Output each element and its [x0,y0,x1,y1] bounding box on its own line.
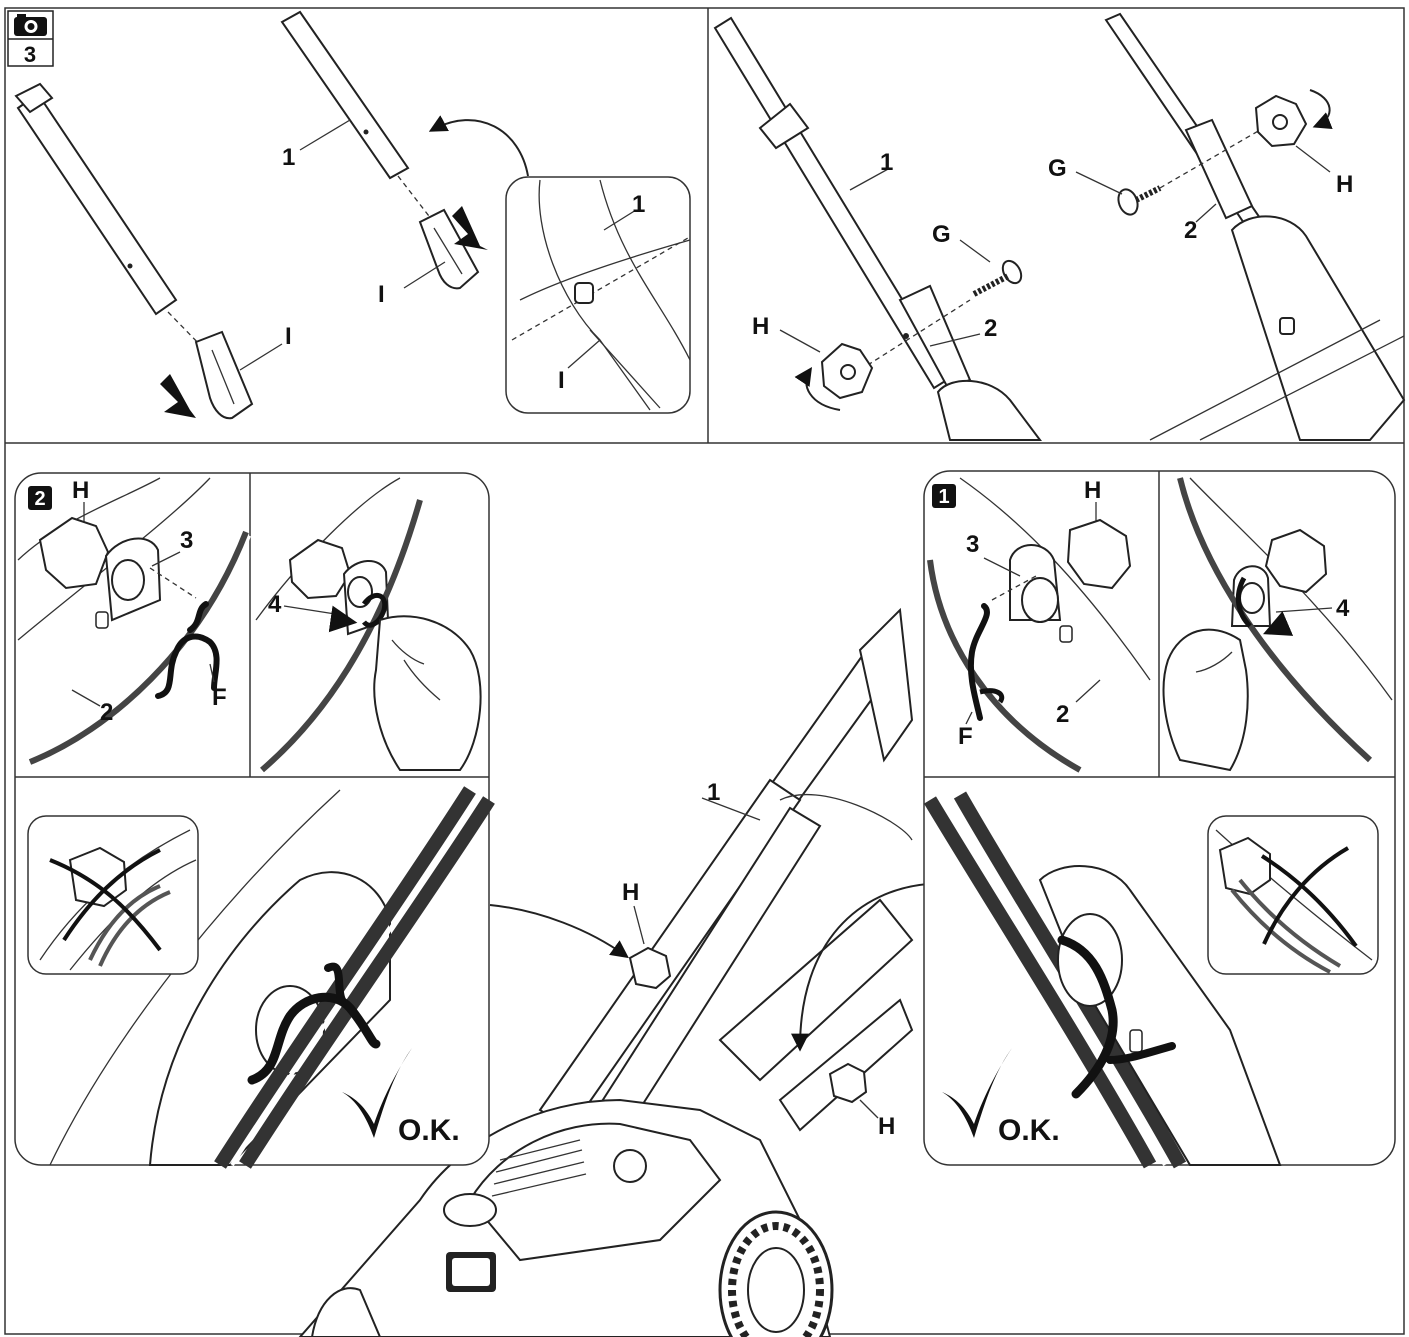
bolt-g-right [1117,185,1162,216]
cable-guide-f [1057,935,1118,1099]
panel-bolt-assembly: 1 G H 2 G [713,12,1406,441]
check-mark-icon [942,1048,1012,1138]
handle-tube-1 [280,10,410,180]
cross-mark-icon [1260,846,1358,948]
hand-illustration [373,615,482,771]
engine-vents [491,1139,587,1197]
label-i: I [558,367,565,394]
label-4: 4 [268,591,282,618]
svg-text:1: 1 [938,486,949,508]
cable-guide-f [247,992,381,1085]
label-1: 1 [880,149,893,176]
rear-wheel [718,1210,834,1337]
label-h: H [622,879,639,906]
detail-inset-sleeve: 1 I [505,176,691,414]
sleeve-i-left [194,330,254,420]
handle-assembly-right [1104,12,1406,441]
knob-h-left [820,342,874,400]
label-2: 2 [1184,217,1197,244]
push-arrow-icon [160,374,196,418]
label-1: 1 [282,144,295,171]
curved-arrow-icon [428,115,529,177]
knob-h-right [1254,94,1308,148]
cross-mark-icon [49,848,162,952]
badge-step-2: 2 [28,486,52,510]
label-2: 2 [984,315,997,342]
ok-label: O.K. [398,1114,460,1147]
label-3: 3 [180,527,193,554]
rotate-arrow-icon [794,367,841,411]
detail-inset-wrong [27,815,199,975]
handle-tube-left [14,82,178,316]
label-f: F [958,723,973,750]
lawn-mower [298,607,914,1337]
label-h: H [1336,171,1353,198]
label-f: F [212,684,227,711]
bolt-g-left [972,259,1023,297]
label-2: 2 [1056,701,1069,728]
panel-insert-sleeve: I 1 I 1 I [14,10,691,420]
inset-step-2: 2 H 3 F 2 4 [14,472,495,1169]
cable-guide-f [967,603,990,721]
cable-guide-f [155,633,220,699]
label-g: G [932,221,951,248]
label-1: 1 [707,779,720,806]
label-3: 3 [966,531,979,558]
push-arrow-icon [452,206,488,250]
label-i: I [378,281,385,308]
check-mark-icon [342,1048,412,1138]
hand-illustration [1162,628,1249,772]
label-h: H [878,1113,895,1140]
detail-inset-wrong [1207,815,1379,975]
label-1: 1 [632,191,645,218]
sleeve-i-right [418,208,480,290]
step-number: 3 [24,42,36,67]
label-4: 4 [1336,595,1350,622]
step-header: 3 [7,10,54,67]
label-h: H [72,477,89,504]
curved-arrow-icon [489,904,629,959]
curved-arrow-icon [791,883,929,1052]
label-i: I [285,323,292,350]
inset-step-1: 1 H 3 F 2 4 [923,470,1396,1169]
rotate-arrow-icon [1309,89,1333,129]
label-2: 2 [100,699,113,726]
handle-assembly-left [713,16,1042,441]
label-h: H [752,313,769,340]
label-g: G [1048,155,1067,182]
label-h: H [1084,477,1101,504]
ok-label: O.K. [998,1114,1060,1147]
badge-step-1: 1 [932,484,956,508]
svg-text:2: 2 [34,488,45,510]
camera-icon [14,14,47,36]
